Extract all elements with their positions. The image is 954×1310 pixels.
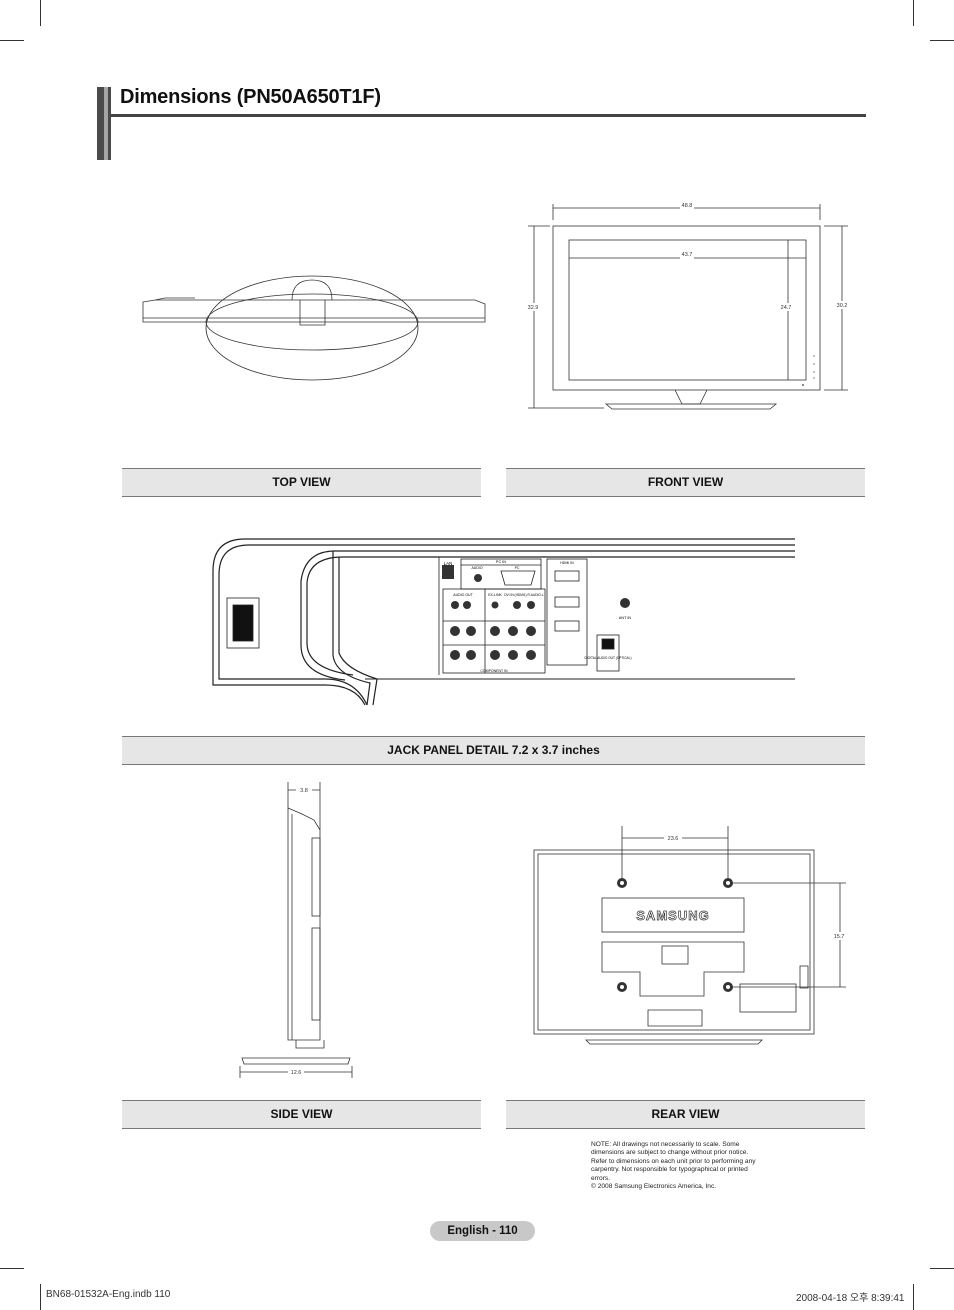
jack-ex-link-label: EX-LINK: [488, 593, 502, 597]
page-number-badge: English - 110: [430, 1221, 535, 1241]
side-view-drawing: 3.8 12.6: [239, 782, 353, 1078]
rear-mount-vertical: 15.7: [834, 934, 845, 940]
jack-dvi-in-label: DVI IN (HDMI1) R-AUDIO-L: [504, 593, 544, 597]
jack-pc-label: PC: [515, 566, 520, 570]
jack-pc-in-label: PC IN: [496, 560, 506, 564]
title-accent-highlight: [104, 87, 108, 160]
crop-mark: [913, 0, 914, 26]
front-screen-width: 43.7: [682, 252, 693, 258]
note-text: NOTE: All drawings not necessarily to sc…: [591, 1141, 756, 1182]
samsung-logo: SAMSUNG: [636, 908, 709, 923]
jack-digital-audio-out-label: DIGITAL AUDIO OUT (OPTICAL): [584, 656, 631, 660]
rear-view-label: REAR VIEW: [506, 1100, 865, 1129]
crop-mark: [40, 0, 41, 26]
top-view-drawing: [142, 275, 486, 381]
front-view-drawing: 48.8 43.7 32.9 24.7 30.2: [525, 202, 852, 410]
footer-file: BN68-01532A-Eng.indb 110: [46, 1289, 171, 1300]
crop-mark: [930, 40, 954, 41]
front-view-label: FRONT VIEW: [506, 468, 865, 497]
page-title: Dimensions (PN50A650T1F): [120, 86, 381, 108]
front-width-overall: 48.8: [682, 203, 693, 209]
crop-mark: [40, 1284, 41, 1310]
jack-panel-drawing: LAN PC IN AUDIO PC AUDIO OUT EX-LINK DVI…: [212, 538, 795, 706]
rear-view-drawing: SAMSUNG 23.6 15.7: [533, 826, 848, 1045]
crop-mark: [0, 1268, 24, 1269]
crop-mark: [913, 1284, 914, 1310]
crop-mark: [930, 1268, 954, 1269]
jack-audio-out-label: AUDIO OUT: [453, 593, 473, 597]
side-view-label: SIDE VIEW: [122, 1100, 481, 1129]
jack-audio-label: AUDIO: [471, 566, 482, 570]
copyright-text: © 2008 Samsung Electronics America, Inc.: [591, 1183, 717, 1191]
jack-lan-label: LAN: [444, 561, 453, 566]
jack-component-in-label: COMPONENT IN: [480, 669, 508, 673]
jack-panel-label: JACK PANEL DETAIL 7.2 x 3.7 inches: [122, 736, 865, 765]
jack-hdmi-in-label: HDMI IN: [560, 561, 574, 565]
title-rule: [111, 114, 866, 117]
front-screen-height: 24.7: [781, 305, 792, 311]
footer-datetime: 2008-04-18 오후 8:39:41: [796, 1293, 905, 1304]
top-view-label: TOP VIEW: [122, 468, 481, 497]
side-depth: 3.8: [300, 788, 308, 794]
rear-mount-horizontal: 23.6: [668, 836, 679, 842]
jack-ant-in-label: ANT IN: [619, 616, 632, 620]
front-height-overall: 32.9: [528, 305, 539, 311]
disclaimer-note: NOTE: All drawings not necessarily to sc…: [591, 1141, 766, 1191]
side-stand-depth: 12.6: [291, 1070, 302, 1076]
front-height-no-stand: 30.2: [837, 303, 848, 309]
crop-mark: [0, 40, 24, 41]
